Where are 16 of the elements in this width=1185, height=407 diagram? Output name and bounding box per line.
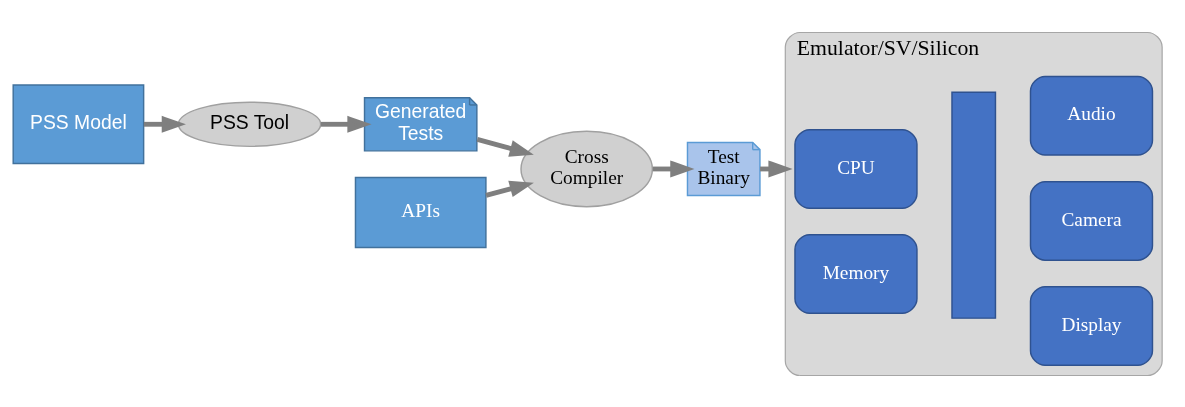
node-box: Memory [794,233,918,314]
node-box: APIs [354,176,487,248]
node-box: Audio [1029,75,1154,156]
node-box: Display [1029,285,1154,366]
node-double-arrow [951,91,997,319]
arrow [320,115,372,133]
arrow [760,160,793,177]
arrow [143,115,186,133]
node-box: CPU [794,128,918,209]
arrow [652,160,695,177]
arrow [476,136,534,157]
arrow [485,180,534,198]
node-ellipse: Cross Compiler [520,130,654,207]
node-box: Camera [1029,180,1154,261]
node-ellipse: PSS Tool [177,101,322,147]
node-box: PSS Model [12,83,145,164]
